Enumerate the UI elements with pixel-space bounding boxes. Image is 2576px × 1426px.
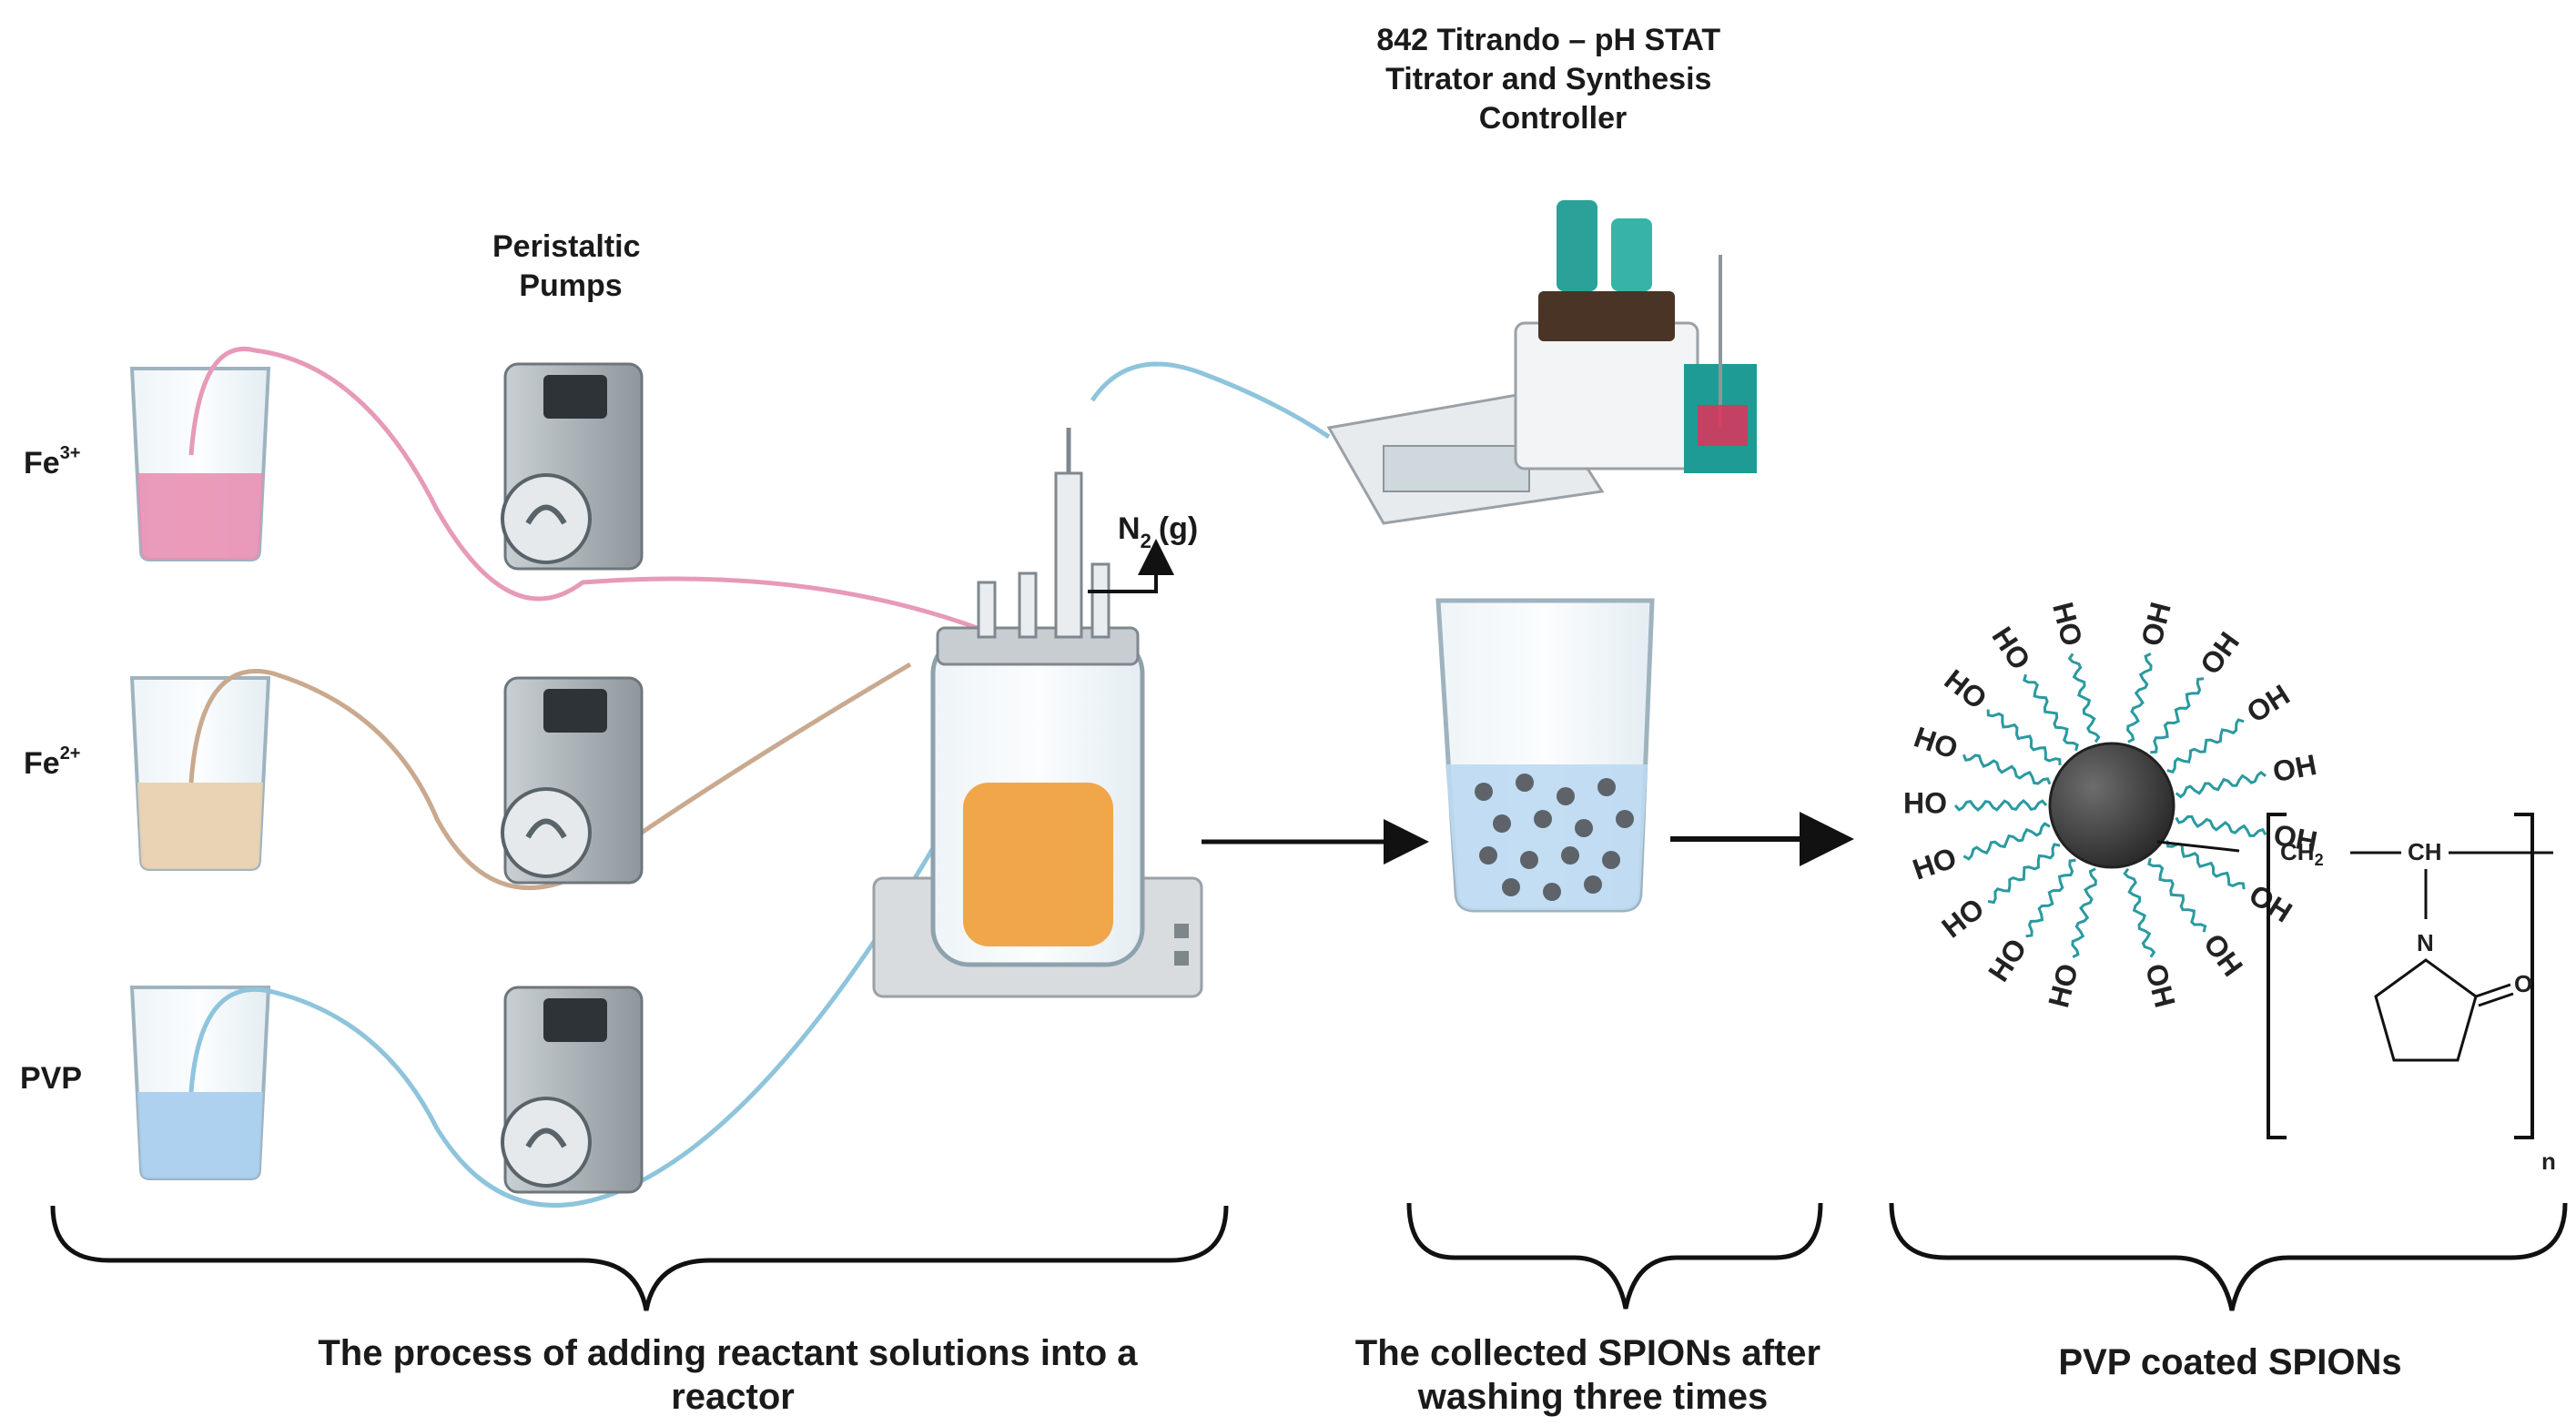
hydroxyl-group-label: HO [1985,621,2036,675]
ligand-chain [2126,652,2153,743]
hydroxyl-group-label: OH [2241,678,2296,729]
hydroxyl-group-label: HO [1982,933,2033,987]
titrator-instrument [1326,200,1757,525]
pump-2 [501,676,644,885]
hydroxyl-group-label: HO [2042,960,2084,1010]
ligand-chain [1986,709,2062,765]
titrator-label: 842 Titrando – pH STAT Titrator and Synt… [1376,23,1729,136]
ligand-chain [1987,843,2061,905]
beaker-pvp [129,986,271,1180]
ch-label: CH [2408,838,2442,865]
reagent-fe3-group: Fe3+ [24,367,271,561]
titrator-body [1514,321,1699,470]
caption-coated: PVP coated SPIONs [2058,1342,2401,1382]
ligand-chain [2123,867,2156,958]
spion-core [2048,742,2175,869]
pump-3-screen [543,998,607,1042]
tubing [188,347,1331,1208]
hydroxyl-group-label: OH [2139,960,2182,1010]
hydroxyl-group-label: OH [2271,818,2320,858]
pump-2-head [501,787,592,878]
ch2-label: CH2 [2280,838,2324,869]
hydroxyl-group-label: HO [1910,720,1962,765]
pump-3-head [501,1097,592,1188]
hydroxyl-group-label: OH [2244,878,2298,929]
beaker-fe2 [129,676,271,871]
pump-2-screen [543,689,607,733]
nitrogen-label: N2(g) [1118,511,1198,552]
hydroxyl-group-label: HO [1903,786,1947,819]
reagent-fe2-group: Fe2+ [24,676,271,871]
ligand-chain [1953,799,2048,812]
hydroxyl-group-label: HO [1939,662,1993,715]
brace-collected [1406,1202,1823,1310]
repeat-n-label: n [2541,1148,2556,1175]
collected-spions-beaker [1435,598,1655,913]
repeat-bracket-left [2267,813,2287,1139]
hydroxyl-group-label: OH [2197,927,2249,982]
reagent-label-fe3: Fe3+ [24,443,81,480]
ligand-chain [2150,677,2205,754]
pump-1-screen [543,375,607,419]
beaker-fe3 [129,367,271,561]
pvp-repeat-unit: CH2 CH N O n [2156,813,2556,1175]
ligand-chain [2023,673,2079,752]
reactor: N2(g) [872,428,1203,998]
spion-particles [1475,774,1634,901]
hydroxyl-group-label: HO [2046,599,2089,649]
titrator-bottle-1 [1557,200,1597,291]
tube-titrator [1090,361,1331,440]
beaker-pvp-liquid [137,1092,263,1178]
tube-pvp [188,653,1040,1208]
o-atom-label: O [2514,970,2532,997]
reagent-pvp-group: PVP [20,986,271,1180]
ligand-chain [2166,718,2245,774]
beaker-fe3-liquid [137,473,263,560]
ligand-chain [2025,858,2076,938]
caption-collected: The collected SPIONs after washing three… [1355,1333,1831,1417]
hydroxyl-group-label: OH [2135,599,2177,649]
brace-coated [1889,1202,2568,1311]
hydroxyl-group-label: OH [2270,748,2319,788]
pumps-label: Peristaltic Pumps [492,229,649,303]
ligand-chain [2175,814,2267,837]
hydroxyl-group-label: HO [1935,892,1990,945]
hydroxyl-group-label: HO [1909,841,1961,886]
ligand-chain [1962,822,2051,861]
reagent-label-fe2: Fe2+ [24,743,81,781]
ligand-chain [2175,770,2267,799]
pump-1-head [501,473,592,564]
ligand-chain [2071,867,2097,958]
ligand-chain [2147,857,2207,933]
repeat-bracket-right [2514,813,2534,1139]
reactor-probes [977,471,1111,639]
tube-fe2 [188,662,912,891]
titrator-sample-beaker [1698,405,1748,446]
tube-fe3 [188,347,1002,640]
pump-3 [501,986,644,1194]
collected-spions-liquid [1445,764,1648,910]
pyrrolidone-ring [2374,958,2478,1062]
reagent-label-pvp: PVP [20,1061,82,1096]
ligand-chain [2067,652,2101,743]
ligand-chain [1962,753,2052,785]
n-atom-label: N [2417,929,2434,956]
reactor-liquid [963,783,1113,946]
pump-1 [501,362,644,571]
caption-process: The process of adding reactant solutions… [318,1333,1147,1417]
hydroxyl-group-label: OH [2194,626,2246,681]
brace-process [50,1205,1229,1311]
beaker-fe2-liquid [137,783,263,869]
titrator-bottle-2 [1611,218,1652,291]
nitrogen-outlet-arrow [1088,539,1174,593]
